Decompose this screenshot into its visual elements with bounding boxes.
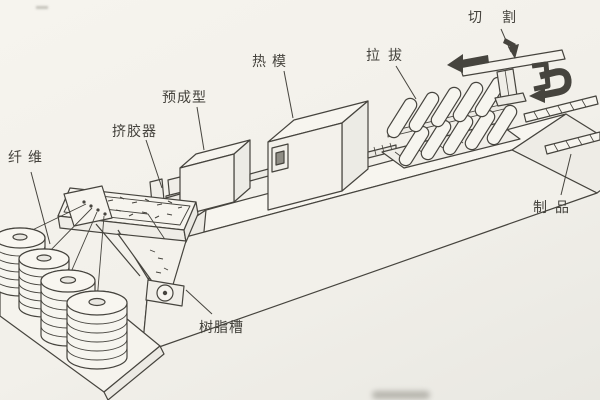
spool-stack bbox=[66, 290, 128, 370]
leader-pulling bbox=[395, 65, 417, 100]
leader-lines bbox=[30, 28, 572, 315]
leader-preform bbox=[196, 106, 205, 151]
left-arrow-icon bbox=[447, 54, 489, 73]
product-stick-upper bbox=[523, 95, 599, 123]
leader-squeezer bbox=[145, 139, 163, 189]
leader-resin-tank bbox=[185, 289, 213, 315]
label-hot-die: 热模 bbox=[252, 54, 292, 70]
fiber-creel bbox=[0, 203, 165, 400]
label-cutting: 切割 bbox=[468, 10, 536, 26]
label-preform: 预成型 bbox=[162, 90, 207, 106]
label-resin-tank: 树脂槽 bbox=[199, 320, 244, 336]
hot-die bbox=[267, 100, 369, 211]
leader-fiber bbox=[30, 171, 51, 245]
saw-beam bbox=[459, 49, 566, 77]
leader-product bbox=[560, 153, 572, 196]
bottom-track bbox=[398, 104, 518, 167]
fiber-guide-plate bbox=[63, 185, 113, 227]
scan-smudge bbox=[372, 391, 430, 399]
resin-funnel bbox=[117, 233, 187, 307]
label-squeezer: 挤胶器 bbox=[112, 124, 157, 140]
product-sticks bbox=[523, 95, 600, 155]
leader-cutting bbox=[500, 28, 512, 53]
down-arrow-icon bbox=[503, 38, 519, 59]
u-turn-arrow-icon bbox=[529, 68, 572, 103]
cutoff-saw bbox=[447, 38, 572, 107]
scan-mark bbox=[36, 6, 48, 9]
leader-hot-die bbox=[283, 70, 294, 119]
label-product: 制品 bbox=[533, 200, 577, 216]
product-stick-lower bbox=[544, 131, 600, 155]
label-fiber: 纤维 bbox=[8, 150, 48, 166]
saw-foot bbox=[494, 92, 527, 107]
preform-die bbox=[179, 139, 251, 217]
resin-tank bbox=[57, 185, 199, 307]
label-pulling: 拉拔 bbox=[366, 48, 410, 64]
